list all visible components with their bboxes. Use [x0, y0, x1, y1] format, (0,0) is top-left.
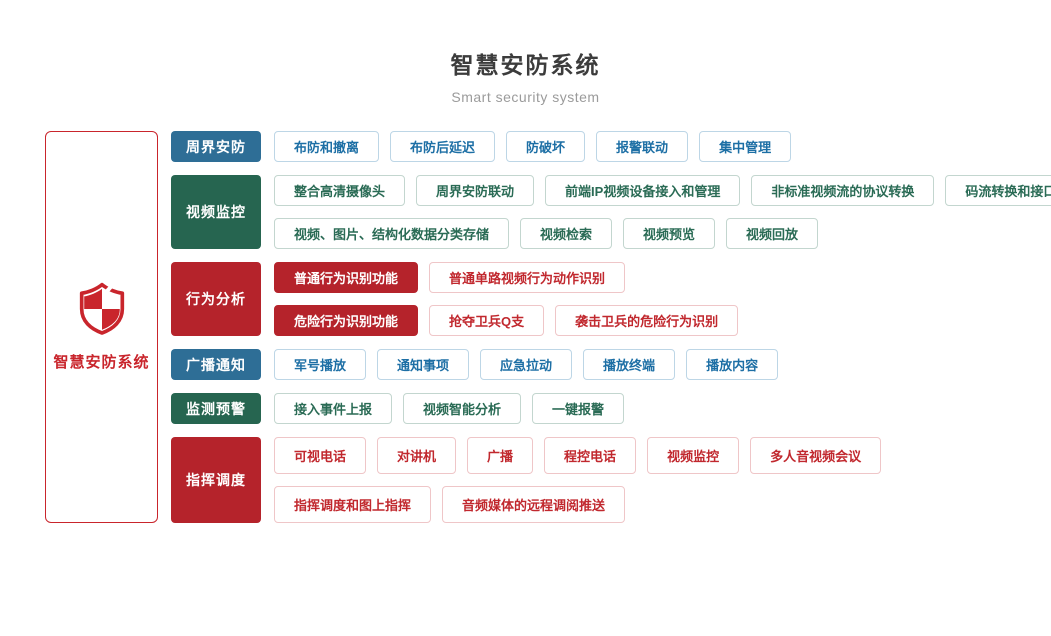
feature-item: 视频检索	[520, 218, 613, 249]
feature-item: 抢夺卫兵Q支	[429, 305, 545, 336]
feature-item: 接入事件上报	[274, 393, 393, 424]
feature-row: 视频、图片、结构化数据分类存储视频检索视频预览视频回放	[274, 218, 1051, 249]
security-system-diagram: 智慧安防系统 周界安防布防和撤离布防后延迟防破坏报警联动集中管理视频监控整合高清…	[45, 131, 1051, 523]
category-grid: 周界安防布防和撤离布防后延迟防破坏报警联动集中管理视频监控整合高清摄像头周界安防…	[171, 131, 1051, 523]
feature-row: 布防和撤离布防后延迟防破坏报警联动集中管理	[274, 131, 792, 162]
category-label-command-dispatch: 指挥调度	[171, 437, 261, 523]
root-node-label: 智慧安防系统	[53, 354, 150, 371]
feature-item: 视频回放	[726, 218, 819, 249]
feature-row: 危险行为识别功能抢夺卫兵Q支袭击卫兵的危险行为识别	[274, 305, 739, 336]
feature-item: 播放终端	[583, 349, 676, 380]
feature-item: 布防和撤离	[274, 131, 380, 162]
root-node: 智慧安防系统	[45, 131, 158, 523]
shield-icon	[79, 282, 124, 335]
category-label-perimeter-security: 周界安防	[171, 131, 261, 162]
feature-item: 军号播放	[274, 349, 367, 380]
category-label-monitoring-warning: 监测预警	[171, 393, 261, 424]
feature-item: 布防后延迟	[390, 131, 496, 162]
feature-row: 普通行为识别功能普通单路视频行为动作识别	[274, 262, 738, 293]
feature-item: 袭击卫兵的危险行为识别	[555, 305, 739, 336]
feature-rows-monitoring-warning: 接入事件上报视频智能分析一键报警	[274, 393, 625, 424]
feature-item: 整合高清摄像头	[274, 175, 406, 206]
feature-item: 视频预览	[623, 218, 716, 249]
category-group-perimeter-security: 周界安防布防和撤离布防后延迟防破坏报警联动集中管理	[171, 131, 1051, 162]
feature-rows-command-dispatch: 可视电话对讲机广播程控电话视频监控多人音视频会议指挥调度和图上指挥音频媒体的远程…	[274, 437, 882, 523]
feature-item: 广播	[467, 437, 534, 474]
feature-item: 非标准视频流的协议转换	[751, 175, 935, 206]
category-group-behavior-analysis: 行为分析普通行为识别功能普通单路视频行为动作识别危险行为识别功能抢夺卫兵Q支袭击…	[171, 262, 1051, 336]
category-group-video-surveillance: 视频监控整合高清摄像头周界安防联动前端IP视频设备接入和管理非标准视频流的协议转…	[171, 175, 1051, 249]
feature-item: 多人音视频会议	[750, 437, 882, 474]
feature-rows-perimeter-security: 布防和撤离布防后延迟防破坏报警联动集中管理	[274, 131, 792, 162]
category-group-command-dispatch: 指挥调度可视电话对讲机广播程控电话视频监控多人音视频会议指挥调度和图上指挥音频媒…	[171, 437, 1051, 523]
category-label-video-surveillance: 视频监控	[171, 175, 261, 249]
feature-row: 整合高清摄像头周界安防联动前端IP视频设备接入和管理非标准视频流的协议转换码流转…	[274, 175, 1051, 206]
feature-item: 前端IP视频设备接入和管理	[545, 175, 741, 206]
feature-item: 指挥调度和图上指挥	[274, 486, 432, 523]
feature-item: 一键报警	[532, 393, 625, 424]
feature-row: 军号播放通知事项应急拉动播放终端播放内容	[274, 349, 779, 380]
feature-item: 程控电话	[544, 437, 637, 474]
feature-rows-behavior-analysis: 普通行为识别功能普通单路视频行为动作识别危险行为识别功能抢夺卫兵Q支袭击卫兵的危…	[274, 262, 739, 336]
feature-item: 码流转换和接口转换	[945, 175, 1051, 206]
feature-item: 视频监控	[647, 437, 740, 474]
feature-rows-video-surveillance: 整合高清摄像头周界安防联动前端IP视频设备接入和管理非标准视频流的协议转换码流转…	[274, 175, 1051, 249]
feature-item: 防破坏	[506, 131, 586, 162]
feature-item: 集中管理	[699, 131, 792, 162]
category-label-broadcast-notice: 广播通知	[171, 349, 261, 380]
feature-item: 视频、图片、结构化数据分类存储	[274, 218, 510, 249]
feature-item: 可视电话	[274, 437, 367, 474]
category-label-behavior-analysis: 行为分析	[171, 262, 261, 336]
feature-item: 周界安防联动	[416, 175, 535, 206]
page-header: 智慧安防系统 Smart security system	[0, 0, 1051, 105]
feature-item: 对讲机	[377, 437, 457, 474]
category-group-broadcast-notice: 广播通知军号播放通知事项应急拉动播放终端播放内容	[171, 349, 1051, 380]
feature-row: 接入事件上报视频智能分析一键报警	[274, 393, 625, 424]
page-subtitle: Smart security system	[451, 89, 600, 105]
feature-item: 通知事项	[377, 349, 470, 380]
feature-item: 音频媒体的远程调阅推送	[442, 486, 626, 523]
feature-row: 指挥调度和图上指挥音频媒体的远程调阅推送	[274, 486, 881, 523]
feature-rows-broadcast-notice: 军号播放通知事项应急拉动播放终端播放内容	[274, 349, 779, 380]
category-group-monitoring-warning: 监测预警接入事件上报视频智能分析一键报警	[171, 393, 1051, 424]
feature-item: 危险行为识别功能	[274, 305, 419, 336]
feature-item: 普通单路视频行为动作识别	[429, 262, 626, 293]
feature-item: 报警联动	[596, 131, 689, 162]
feature-item: 普通行为识别功能	[274, 262, 419, 293]
feature-item: 播放内容	[686, 349, 779, 380]
feature-item: 应急拉动	[480, 349, 573, 380]
page-title: 智慧安防系统	[450, 52, 601, 78]
feature-row: 可视电话对讲机广播程控电话视频监控多人音视频会议	[274, 437, 882, 474]
feature-item: 视频智能分析	[403, 393, 522, 424]
